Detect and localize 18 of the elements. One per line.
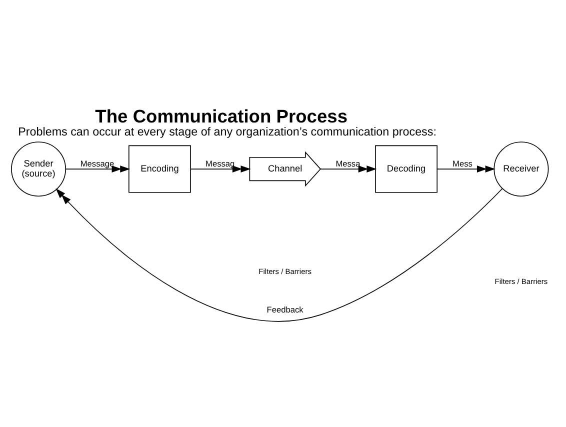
caption: Problems can occur at every stage of any organization’s communication process:	[18, 125, 436, 138]
edge-label: Mess	[452, 158, 472, 169]
node-box: Decoding	[375, 145, 438, 193]
edge-label: Message	[80, 158, 114, 169]
label: Filters / Barriers	[258, 267, 312, 276]
arrow	[65, 166, 130, 173]
arrow	[56, 188, 503, 322]
node-circle: Receiver	[494, 142, 549, 197]
node-box: Encoding	[128, 145, 191, 193]
arrow	[320, 166, 377, 173]
label: Filters / Barriers	[494, 277, 548, 286]
arrow	[190, 166, 251, 173]
edge-label: Messag	[206, 158, 235, 169]
node-circle: Sender (source)	[11, 142, 66, 197]
edge-label: Messa	[336, 158, 360, 169]
edge-label: Feedback	[266, 304, 304, 314]
diagram-title: The Communication Process	[95, 105, 348, 126]
arrow	[436, 166, 496, 173]
